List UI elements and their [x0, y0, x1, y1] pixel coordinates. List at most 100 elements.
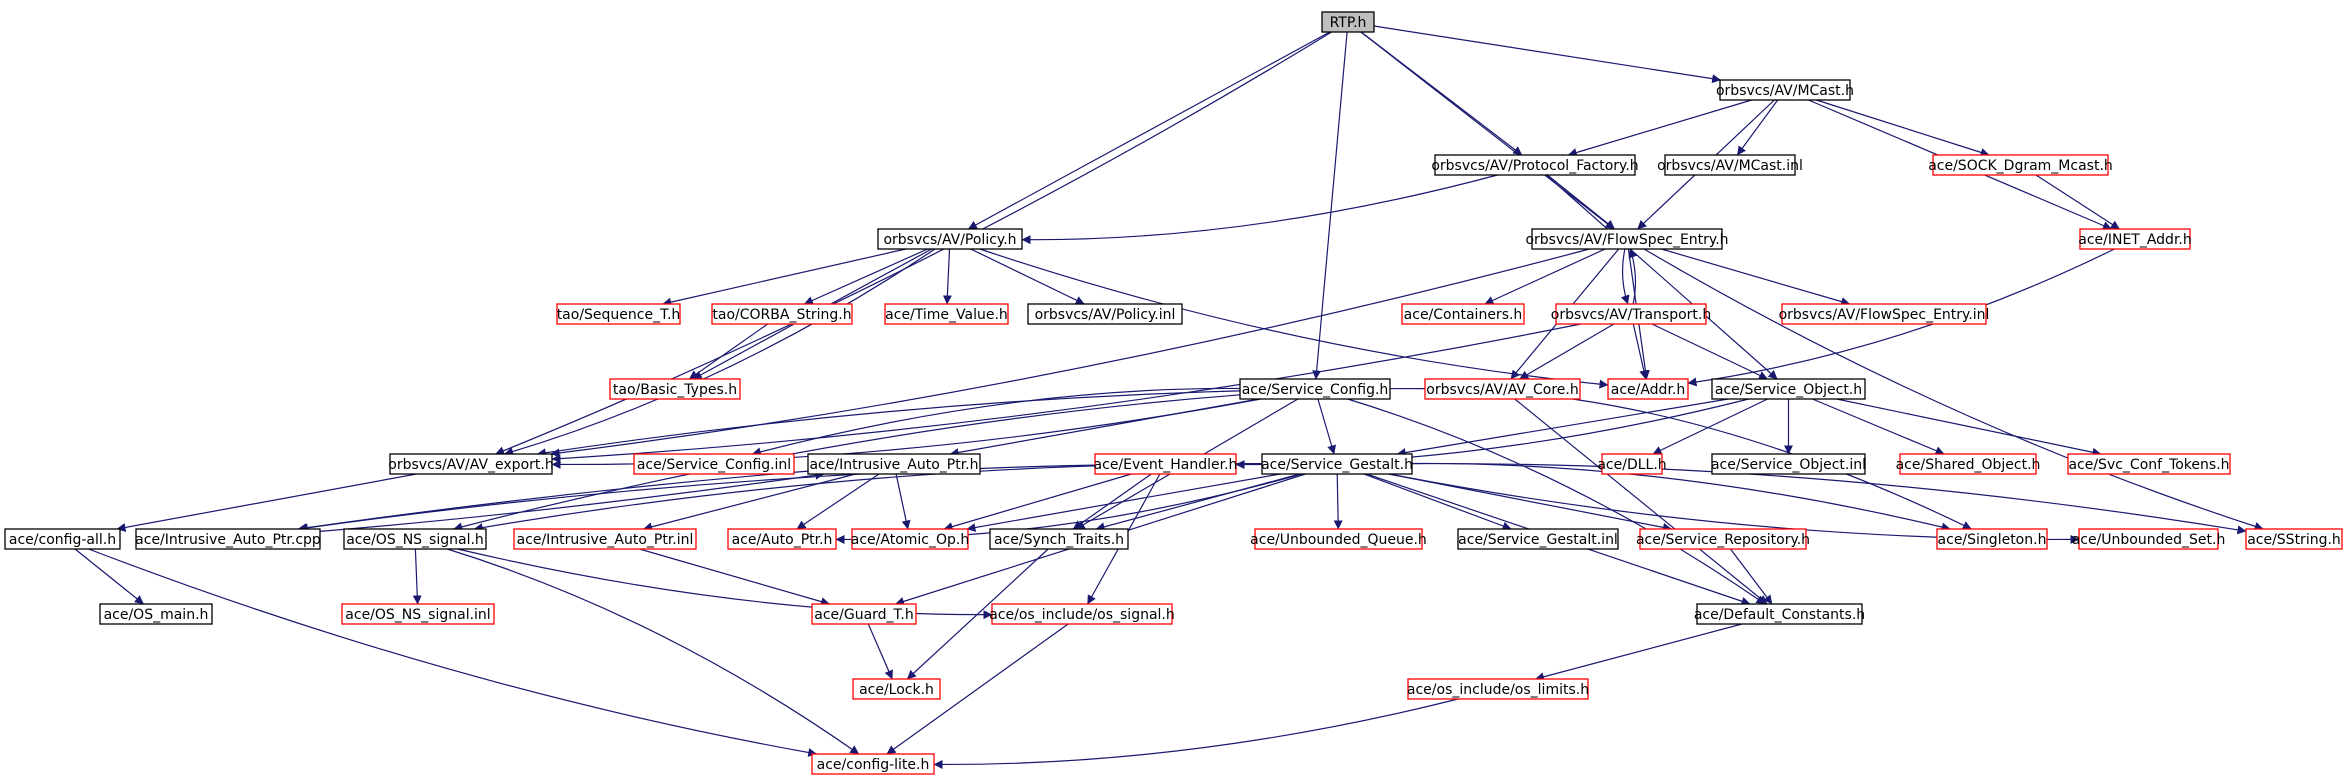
node-corba-string[interactable]: tao/CORBA_String.h: [711, 303, 853, 325]
node-basic-types[interactable]: tao/Basic_Types.h: [609, 378, 741, 400]
node-rtp[interactable]: RTP.h: [1321, 11, 1375, 33]
node-box: [1601, 453, 1663, 475]
node-box: [884, 303, 1009, 325]
node-unbounded-queue[interactable]: ace/Unbounded_Queue.h: [1250, 528, 1427, 550]
node-label: orbsvcs/AV/Transport.h: [1551, 307, 1712, 323]
node-os-main[interactable]: ace/OS_main.h: [99, 603, 213, 625]
node-lock[interactable]: ace/Lock.h: [852, 678, 941, 700]
node-os-limits[interactable]: ace/os_include/os_limits.h: [1407, 678, 1589, 700]
node-box: [1239, 378, 1391, 400]
node-label: ace/Service_Config.inl: [637, 457, 791, 473]
edge-service_object-to-svc_conf_tokens: [1836, 398, 2102, 457]
node-svc-conf-tokens[interactable]: ace/Svc_Conf_Tokens.h: [2067, 453, 2231, 475]
node-guard-t[interactable]: ace/Guard_T.h: [811, 603, 917, 625]
node-policy[interactable]: orbsvcs/AV/Policy.h: [877, 228, 1023, 250]
node-box: [1696, 603, 1863, 625]
node-addr[interactable]: ace/Addr.h: [1607, 378, 1689, 400]
edge-policy-to-corba_string: [803, 248, 928, 305]
node-mcast[interactable]: orbsvcs/AV/MCast.h: [1716, 79, 1854, 101]
node-service-object-inl[interactable]: ace/Service_Object.inl: [1711, 453, 1866, 475]
edge-flowspec_entry-to-sstring: [1643, 248, 2264, 531]
edge-protocol_factory-to-service_object: [1545, 174, 1778, 380]
edge-layer: [74, 25, 2264, 769]
node-intrusive-auto-ptr-inl[interactable]: ace/Intrusive_Auto_Ptr.inl: [513, 528, 697, 550]
edge-protocol_factory-to-policy: [1021, 174, 1498, 245]
node-synch-traits[interactable]: ace/Synch_Traits.h: [989, 528, 1129, 550]
edge-service_gestalt-to-atomic_op: [966, 473, 1281, 532]
node-dll[interactable]: ace/DLL.h: [1597, 453, 1667, 475]
node-label: RTP.h: [1330, 15, 1367, 31]
node-service-gestalt[interactable]: ace/Service_Gestalt.h: [1261, 453, 1413, 475]
node-flowspec-entry[interactable]: orbsvcs/AV/FlowSpec_Entry.h: [1525, 228, 1729, 250]
node-service-config-inl[interactable]: ace/Service_Config.inl: [633, 453, 795, 475]
node-label: ace/Intrusive_Auto_Ptr.cpp: [135, 532, 321, 548]
node-service-object[interactable]: ace/Service_Object.h: [1711, 378, 1866, 400]
node-os-signal[interactable]: ace/os_include/os_signal.h: [989, 603, 1175, 625]
node-label: ace/Auto_Ptr.h: [732, 532, 833, 548]
node-auto-ptr[interactable]: ace/Auto_Ptr.h: [727, 528, 837, 550]
node-inet-addr[interactable]: ace/INET_Addr.h: [2078, 228, 2192, 250]
edge-service_object-to-service_gestalt: [1396, 398, 1729, 458]
node-config-all[interactable]: ace/config-all.h: [4, 528, 121, 550]
node-box: [633, 453, 795, 475]
node-box: [807, 453, 981, 475]
node-intrusive-auto-ptr-cpp[interactable]: ace/Intrusive_Auto_Ptr.cpp: [135, 528, 321, 550]
node-label: orbsvcs/AV/AV_export.h: [388, 457, 553, 473]
node-mcast-inl[interactable]: orbsvcs/AV/MCast.inl: [1657, 154, 1803, 176]
node-sock-dgram-mcast[interactable]: ace/SOCK_Dgram_Mcast.h: [1928, 154, 2113, 176]
node-policy-inl[interactable]: orbsvcs/AV/Policy.inl: [1027, 303, 1183, 325]
node-event-handler[interactable]: ace/Event_Handler.h: [1094, 453, 1238, 475]
edge-policy-to-time_value: [942, 248, 952, 305]
node-av-core[interactable]: orbsvcs/AV/AV_Core.h: [1424, 378, 1581, 400]
edge-rtp-to-policy: [967, 31, 1330, 230]
edge-os_ns_signal-to-config_lite: [447, 548, 860, 755]
node-time-value[interactable]: ace/Time_Value.h: [884, 303, 1009, 325]
node-atomic-op[interactable]: ace/Atomic_Op.h: [851, 528, 969, 550]
node-box: [2067, 453, 2231, 475]
node-box: [811, 603, 917, 625]
node-label: ace/SString.h: [2247, 532, 2341, 548]
edge-rtp-to-mcast: [1373, 25, 1722, 84]
edge-intrusive_auto_ptr-to-intrusive_auto_ptr_cpp: [297, 470, 809, 533]
node-config-lite[interactable]: ace/config-lite.h: [811, 753, 935, 775]
node-singleton[interactable]: ace/Singleton.h: [1936, 528, 2048, 550]
node-default-constants[interactable]: ace/Default_Constants.h: [1694, 603, 1865, 625]
node-os-ns-signal-inl[interactable]: ace/OS_NS_signal.inl: [341, 603, 495, 625]
node-box: [135, 528, 321, 550]
node-label: orbsvcs/AV/FlowSpec_Entry.h: [1525, 232, 1728, 248]
node-protocol-factory[interactable]: orbsvcs/AV/Protocol_Factory.h: [1431, 154, 1639, 176]
node-service-config[interactable]: ace/Service_Config.h: [1239, 378, 1391, 400]
node-box: [851, 528, 969, 550]
node-label: ace/Containers.h: [1404, 307, 1523, 323]
node-av-export[interactable]: orbsvcs/AV/AV_export.h: [388, 453, 554, 475]
edge-flowspec_entry-to-flowspec_inl: [1661, 248, 1851, 306]
node-shared-object[interactable]: ace/Shared_Object.h: [1896, 453, 2041, 475]
node-service-gestalt-inl[interactable]: ace/Service_Gestalt.inl: [1457, 528, 1619, 550]
edge-service_object-to-dll: [1652, 398, 1768, 455]
node-os-ns-signal[interactable]: ace/OS_NS_signal.h: [343, 528, 487, 550]
node-sstring[interactable]: ace/SString.h: [2245, 528, 2343, 550]
node-label: ace/os_include/os_signal.h: [989, 607, 1175, 623]
node-box: [343, 528, 487, 550]
node-label: ace/SOCK_Dgram_Mcast.h: [1928, 158, 2113, 174]
node-box: [811, 753, 935, 775]
node-label: ace/Addr.h: [1611, 382, 1686, 398]
edge-rtp-to-flowspec_entry: [1360, 31, 1615, 230]
node-intrusive-auto-ptr[interactable]: ace/Intrusive_Auto_Ptr.h: [807, 453, 981, 475]
edge-policy-to-policy_inl: [970, 248, 1085, 305]
node-label: ace/OS_NS_signal.h: [346, 532, 484, 548]
node-label: ace/OS_main.h: [104, 607, 209, 623]
node-label: orbsvcs/AV/Policy.h: [883, 232, 1016, 248]
node-transport[interactable]: orbsvcs/AV/Transport.h: [1551, 303, 1712, 325]
node-flowspec-inl[interactable]: orbsvcs/AV/FlowSpec_Entry.inl: [1779, 303, 1990, 325]
node-sequence-t[interactable]: tao/Sequence_T.h: [556, 303, 681, 325]
edge-os_signal-to-config_lite: [886, 623, 1069, 755]
edge-rtp-to-av_export: [495, 31, 1332, 455]
edge-os_ns_signal-to-os_ns_signal_inl: [412, 548, 422, 605]
node-box: [556, 303, 681, 325]
node-unbounded-set[interactable]: ace/Unbounded_Set.h: [2072, 528, 2226, 550]
node-label: orbsvcs/AV/AV_Core.h: [1426, 382, 1578, 398]
node-label: tao/CORBA_String.h: [712, 307, 851, 323]
node-containers[interactable]: ace/Containers.h: [1401, 303, 1525, 325]
node-service-repository[interactable]: ace/Service_Repository.h: [1636, 528, 1810, 550]
